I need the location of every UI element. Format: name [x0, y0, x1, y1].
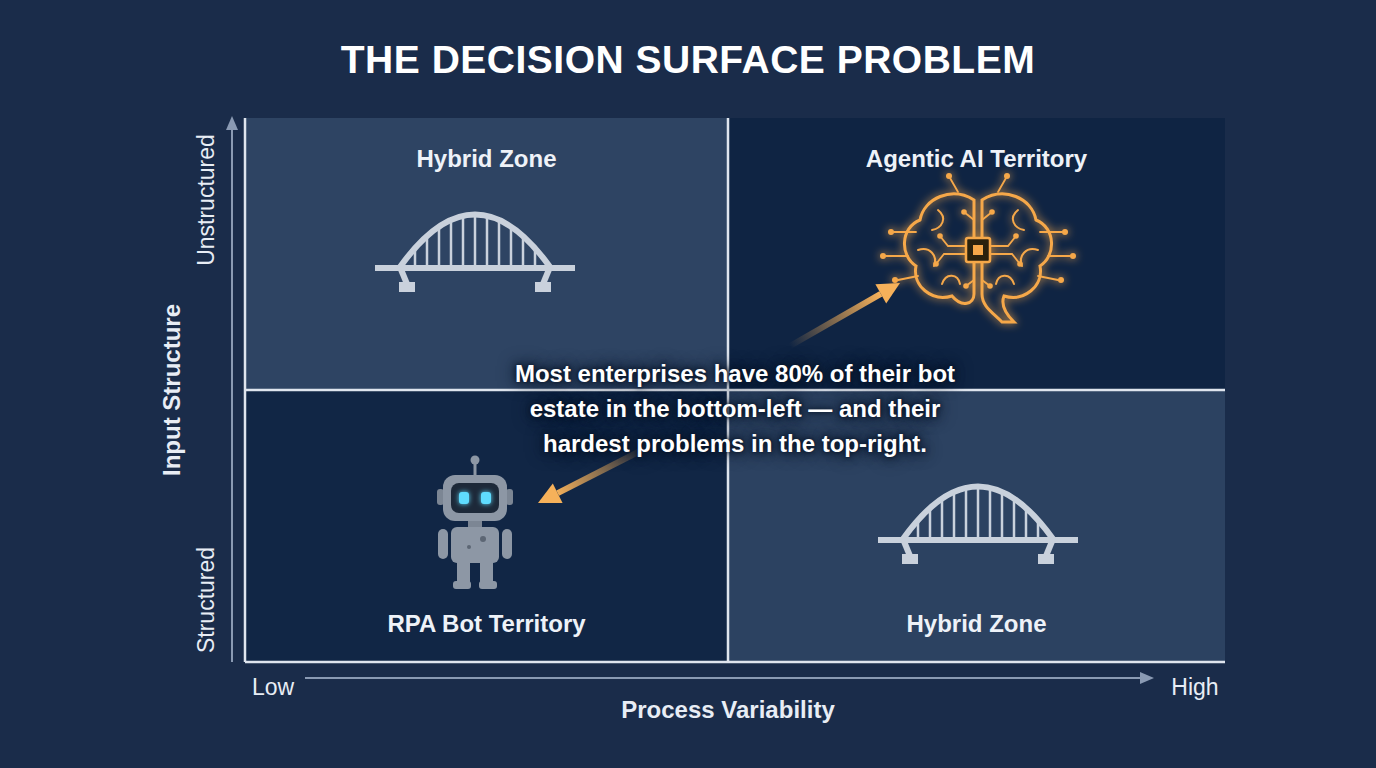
axis-end-label: High: [1171, 674, 1218, 701]
x-axis-line: [305, 677, 1140, 679]
axis-title: Input Structure: [158, 304, 186, 476]
zone-label: Hybrid Zone: [906, 610, 1046, 638]
axis-end-label: Structured: [193, 547, 220, 653]
zone-label: Agentic AI Territory: [866, 145, 1087, 173]
quadrant-zone: Agentic AI Territory: [728, 118, 1225, 390]
zone-label: RPA Bot Territory: [387, 610, 585, 638]
quadrant-zone: Hybrid Zone: [245, 118, 728, 390]
zone-label: Hybrid Zone: [416, 145, 556, 173]
diagram-title: THE DECISION SURFACE PROBLEM: [0, 38, 1376, 82]
axis-end-label: Low: [252, 674, 294, 701]
callout-note: Most enterprises have 80% of their bot e…: [490, 356, 980, 461]
axis-title: Process Variability: [621, 696, 834, 724]
axis-end-label: Unstructured: [193, 134, 220, 266]
y-axis-line: [231, 128, 233, 662]
x-axis-arrowhead: [1140, 672, 1154, 684]
y-axis-arrowhead: [226, 116, 238, 130]
